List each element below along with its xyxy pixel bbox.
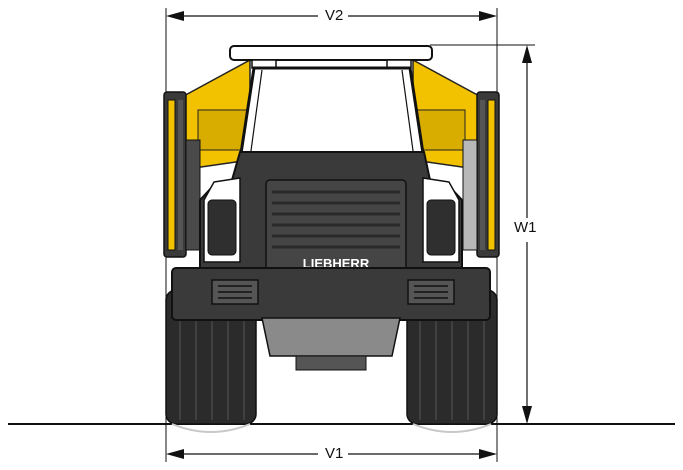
cab-window — [238, 66, 426, 162]
v2-label: V2 — [321, 8, 348, 24]
right-side-ladder — [462, 91, 500, 258]
w1-dimension-arrow — [522, 45, 532, 424]
cab-roof — [229, 45, 433, 69]
v2-dimension-arrow — [166, 11, 497, 21]
v1-dimension-arrow — [166, 449, 497, 459]
wheel-shadows — [171, 423, 492, 433]
skid-plate — [261, 317, 401, 371]
left-side-ladder — [163, 91, 201, 258]
v1-label: V1 — [321, 446, 348, 462]
front-bumper — [171, 267, 491, 321]
w1-label: W1 — [510, 220, 541, 236]
left-wheel — [165, 289, 257, 425]
front-grille: LIEBHERR — [265, 179, 407, 273]
